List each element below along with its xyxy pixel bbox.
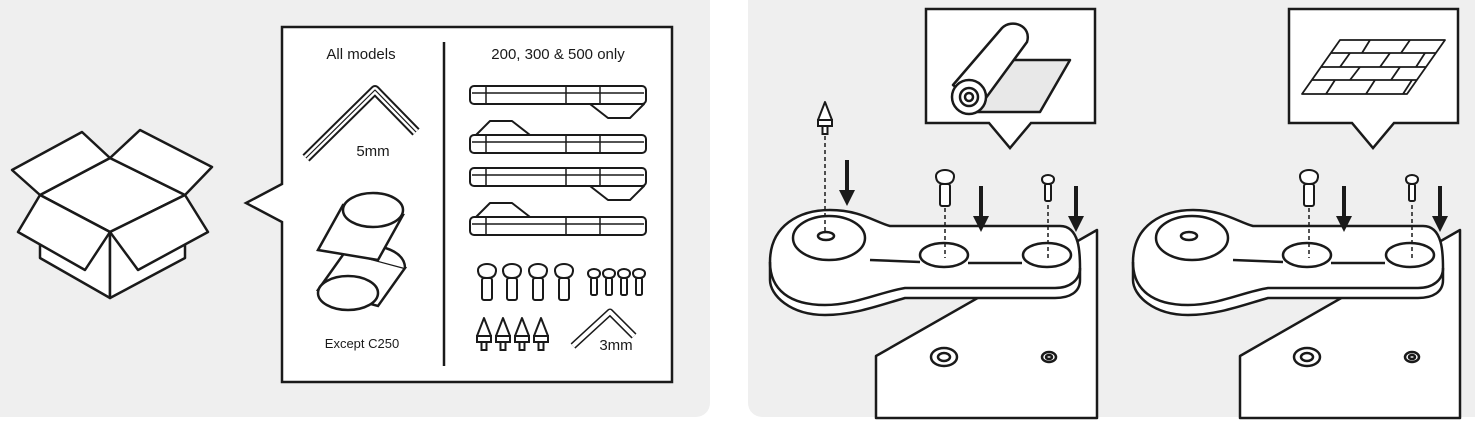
long-screw-icon xyxy=(935,169,955,207)
hex-key-3mm-icon xyxy=(570,308,637,349)
heading-selected-models: 200, 300 & 500 only xyxy=(491,46,625,63)
long-screw-icon xyxy=(1299,169,1319,207)
heading-all-models: All models xyxy=(326,46,395,63)
wood-floor-icon xyxy=(1301,39,1446,95)
arrow-down-icon xyxy=(1430,184,1450,234)
arrow-down-icon xyxy=(1066,184,1086,234)
isolation-base-plate xyxy=(768,208,1082,317)
short-screw-icon xyxy=(1405,174,1419,202)
floor-spike-icon xyxy=(817,101,833,135)
isolation-base-plate xyxy=(1131,208,1445,317)
hex-key-5mm-icon xyxy=(302,85,420,162)
foot-note-label: Except C250 xyxy=(325,336,399,351)
hex-key-3mm-label: 3mm xyxy=(599,337,632,354)
isolation-rail-icon xyxy=(469,85,647,119)
hex-key-5mm-label: 5mm xyxy=(356,143,389,160)
short-screw-icon xyxy=(1041,174,1055,202)
isolation-rail-icon xyxy=(469,202,647,236)
carpet-roll-icon xyxy=(950,22,1072,116)
kit-contents-callout xyxy=(243,25,674,384)
open-box-icon xyxy=(10,128,214,300)
isolation-rail-icon xyxy=(469,167,647,201)
arrow-down-icon xyxy=(837,158,857,208)
foam-pad-icon xyxy=(315,191,408,312)
isolation-rail-icon xyxy=(469,120,647,154)
